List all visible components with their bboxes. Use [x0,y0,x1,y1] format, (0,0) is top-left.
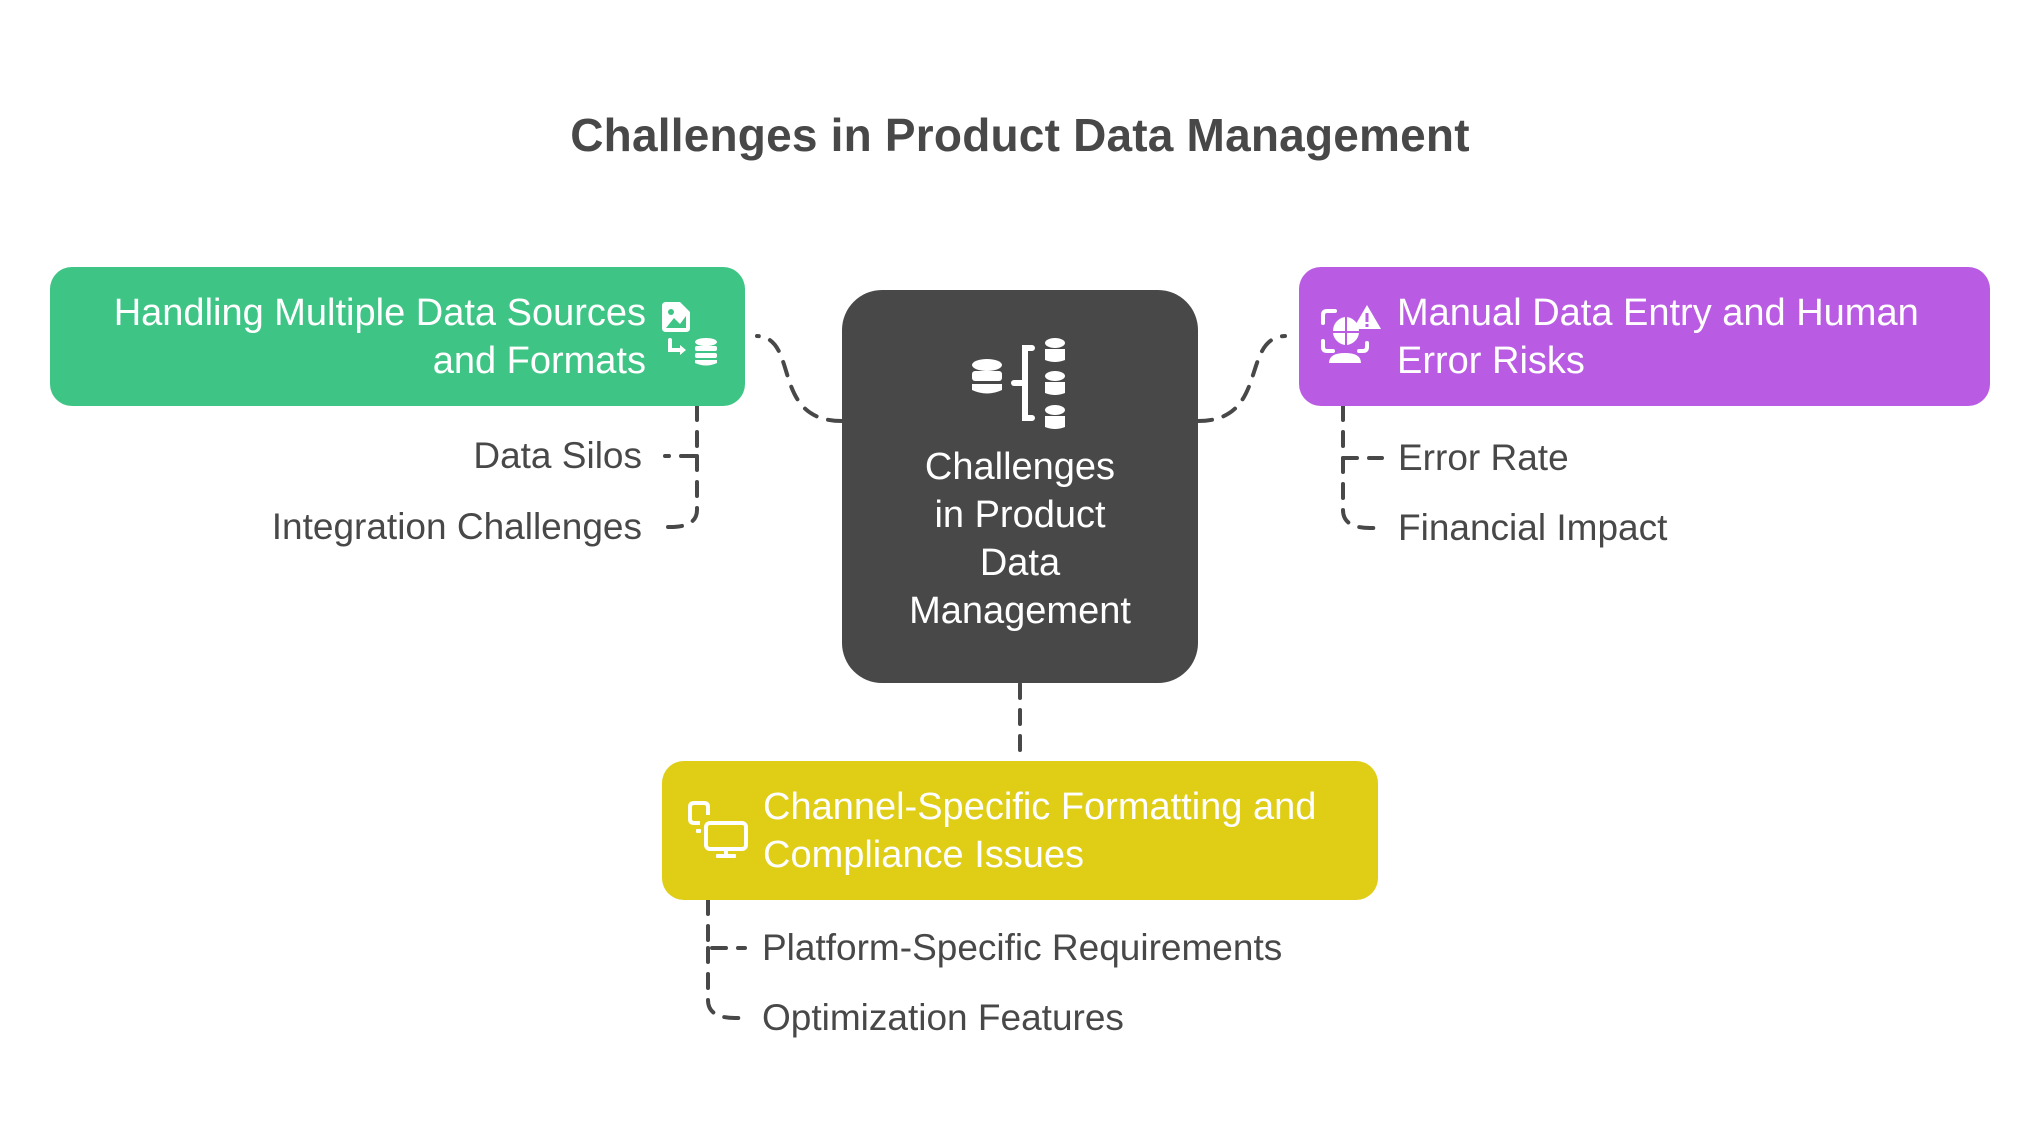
branch-title-channel-formatting: Channel-Specific Formatting and Complian… [763,783,1363,879]
multiple-monitors-icon [688,801,748,858]
user-warning-icon [1321,305,1381,363]
branch-title-line: Channel-Specific Formatting and [763,786,1317,828]
branch-card-manual-entry[interactable]: Manual Data Entry and Human Error Risks [1299,267,1990,406]
database-distribution-icon [972,338,1065,429]
central-title-line: Challenges [924,446,1116,488]
branch-title-manual-entry: Manual Data Entry and Human Error Risks [1397,289,1977,385]
sub-item-integration-challenges: Integration Challenges [271,506,642,547]
connector-yellow-optimization [706,946,747,1020]
central-topic-title: Challenges in Product Data Management [842,443,1198,635]
branch-title-line: and Formats [432,340,646,382]
central-title-line: Management [909,590,1131,632]
branch-title-data-sources: Handling Multiple Data Sources and Forma… [46,289,646,385]
file-image-to-database-icon [662,302,717,366]
branch-title-line: Error Risks [1397,340,1585,382]
connector-yellow-platform [706,898,747,950]
sub-item-platform-requirements: Platform-Specific Requirements [762,927,1283,968]
connector-purple-financial [1341,456,1382,530]
connector-green-integration [658,454,699,529]
central-title-line: Data [979,542,1061,584]
connector-center-to-green [755,334,844,423]
sub-item-data-silos: Data Silos [473,435,642,476]
connector-purple-error-rate [1341,404,1384,460]
central-title-line: in Product [934,494,1106,536]
branch-title-line: Compliance Issues [763,834,1085,876]
branch-card-data-sources[interactable]: Handling Multiple Data Sources and Forma… [50,267,745,406]
sub-item-optimization-features: Optimization Features [762,997,1124,1038]
connector-center-to-purple [1196,334,1287,423]
branch-card-channel-formatting[interactable]: Channel-Specific Formatting and Complian… [662,761,1378,900]
diagram-title: Challenges in Product Data Management [570,109,1470,161]
central-topic-card[interactable]: Challenges in Product Data Management [842,290,1198,683]
sub-item-financial-impact: Financial Impact [1398,507,1668,548]
branch-title-line: Handling Multiple Data Sources [113,292,646,334]
branch-title-line: Manual Data Entry and Human [1397,292,1919,334]
connector-green-data-silos [663,404,699,458]
sub-item-error-rate: Error Rate [1398,437,1569,478]
